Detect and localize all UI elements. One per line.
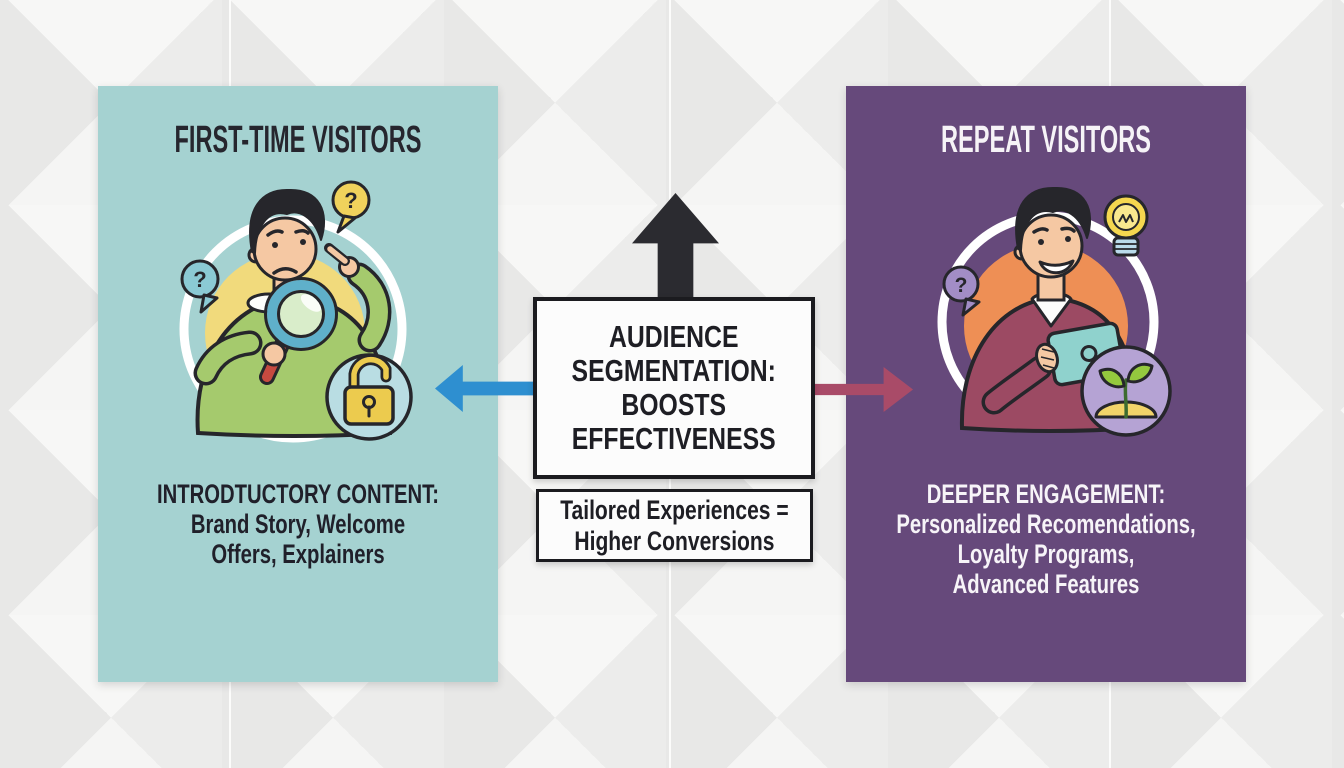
- question-bubble-yellow-icon: ?: [331, 180, 371, 234]
- headline-box: AUDIENCE SEGMENTATION: BOOSTS EFFECTIVEN…: [533, 297, 815, 479]
- headline-line: AUDIENCE: [609, 319, 739, 354]
- repeat-visitor-illustration: ?: [937, 186, 1172, 437]
- headline-line: EFFECTIVENESS: [572, 421, 776, 456]
- caption-line: Personalized Recomendations,: [896, 509, 1196, 539]
- caption-line: Brand Story, Welcome: [190, 509, 406, 539]
- first-time-visitor-illustration: ? ?: [179, 180, 413, 443]
- caption-line: Advanced Features: [952, 569, 1140, 599]
- caption-line: Offers, Explainers: [211, 539, 385, 569]
- headline-line: SEGMENTATION:: [571, 353, 777, 388]
- confused-man-figure: [193, 188, 393, 438]
- headline-line: BOOSTS: [621, 387, 727, 422]
- right-panel-title: REPEAT VISITORS: [941, 119, 1151, 161]
- headline-text: AUDIENCE SEGMENTATION: BOOSTS EFFECTIVEN…: [572, 320, 776, 456]
- right-panel-caption: DEEPER ENGAGEMENT: Personalized Recomend…: [896, 479, 1196, 599]
- question-glyph: ?: [344, 188, 357, 213]
- caption-heading: DEEPER ENGAGEMENT:: [926, 479, 1166, 509]
- unlocked-padlock-icon: [325, 353, 413, 441]
- sprout-icon: [1080, 345, 1172, 437]
- panel-repeat-visitors: REPEAT VISITORS: [846, 86, 1246, 682]
- up-arrow: [632, 193, 719, 298]
- left-panel-title: FIRST-TIME VISITORS: [174, 119, 422, 161]
- tagline-line: Higher Conversions: [574, 525, 775, 556]
- caption-heading: INTRODTUCTORY CONTENT:: [157, 479, 439, 509]
- tagline-line: Tailored Experiences =: [560, 494, 789, 525]
- gripping-hand: [261, 341, 287, 367]
- holding-hand: [1035, 342, 1059, 374]
- question-glyph: ?: [955, 274, 968, 297]
- caption-line: Loyalty Programs,: [957, 539, 1135, 569]
- question-glyph: ?: [193, 267, 206, 292]
- panel-first-time-visitors: FIRST-TIME VISITORS: [98, 86, 498, 682]
- left-panel-caption: INTRODTUCTORY CONTENT: Brand Story, Welc…: [148, 479, 448, 569]
- tagline-box: Tailored Experiences = Higher Conversion…: [536, 489, 813, 562]
- question-bubble-purple-icon: ?: [942, 265, 981, 317]
- lightbulb-icon: [1103, 194, 1149, 257]
- question-bubble-teal-icon: ?: [180, 259, 220, 314]
- tagline-text: Tailored Experiences = Higher Conversion…: [560, 495, 788, 557]
